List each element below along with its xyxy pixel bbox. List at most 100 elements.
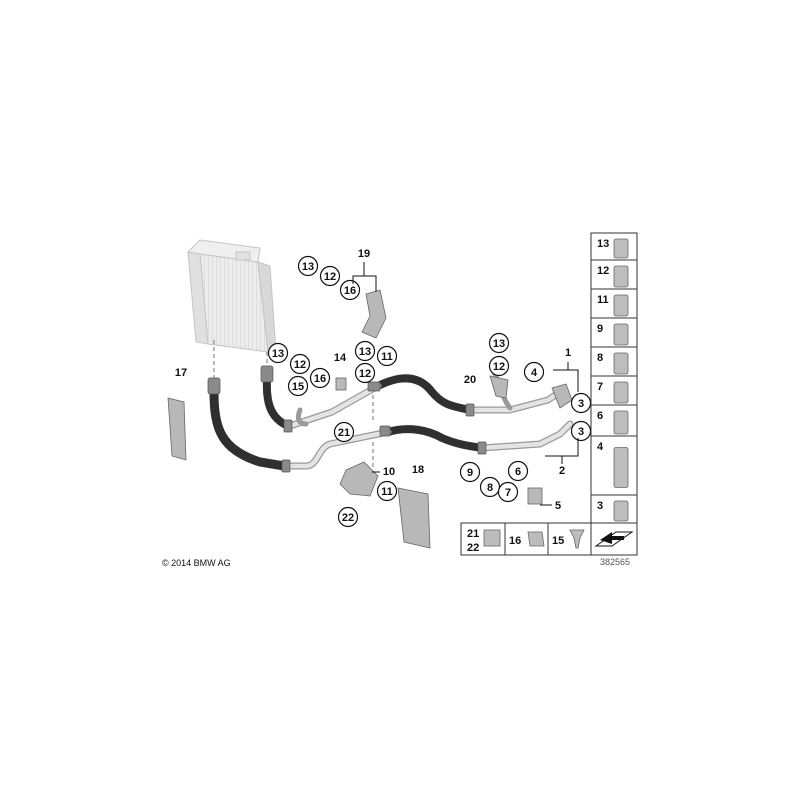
callout-circle [309, 367, 331, 389]
callout-circle [297, 255, 319, 277]
callout-circle [267, 342, 289, 364]
brackets [167, 289, 573, 549]
side-panel-row-4: 4 [591, 435, 637, 488]
side-panel-row-8: 8 [591, 346, 637, 375]
side-parts-panel: 13 12 11 9 8 7 6 4 3 [590, 232, 638, 524]
callout-4: 4 [523, 361, 545, 383]
side-panel-row-7: 7 [591, 375, 637, 404]
callout-3: 3 [570, 420, 592, 442]
callout-label: 3 [578, 426, 584, 438]
group-label-10: 10 [383, 466, 395, 478]
callout-circle [333, 421, 355, 443]
callout-label: 4 [531, 367, 538, 379]
callout-label: 13 [302, 261, 314, 273]
part-11-icon [613, 294, 629, 317]
hoses [209, 374, 486, 471]
callout-label: 3 [578, 398, 584, 410]
diagram-number: 382565 [600, 557, 631, 567]
side-panel-row-9: 9 [591, 317, 637, 346]
part-8-icon [613, 352, 629, 375]
group-label-17: 17 [175, 367, 187, 379]
side-panel-row-3: 3 [591, 494, 637, 522]
callout-12: 12 [319, 265, 341, 287]
group-brackets [352, 262, 579, 506]
group-label-5: 5 [555, 500, 561, 512]
callout-label: 13 [493, 338, 505, 350]
side-panel-label: 6 [597, 410, 603, 422]
part-4-icon [613, 447, 629, 488]
part-7-icon [613, 381, 629, 404]
callout-label: 11 [381, 351, 393, 363]
callout-22: 22 [337, 506, 359, 528]
callout-13: 13 [267, 342, 289, 364]
group-label-14: 14 [334, 352, 347, 364]
callout-label: 12 [493, 361, 505, 373]
callout-label: 7 [505, 487, 511, 499]
callout-label: 9 [467, 467, 473, 479]
part-3-icon [613, 500, 629, 522]
direction-arrow-icon [600, 532, 624, 544]
side-panel-label: 12 [597, 265, 609, 277]
callout-13: 13 [488, 332, 510, 354]
callout-label: 15 [292, 381, 304, 393]
side-panel-label: 3 [597, 500, 603, 512]
callout-label: 11 [381, 486, 393, 498]
callout-circle [488, 332, 510, 354]
bottom-panel-label-16: 16 [509, 535, 521, 547]
callout-label: 8 [487, 482, 493, 494]
side-panel-row-6: 6 [591, 404, 637, 435]
group-label-18: 18 [412, 464, 424, 476]
callout-11: 11 [376, 345, 398, 367]
oil-cooler [186, 239, 277, 353]
callout-circle [319, 265, 341, 287]
fittings [207, 365, 487, 473]
callout-3: 3 [570, 392, 592, 414]
group-label-20: 20 [464, 374, 476, 386]
callout-15: 15 [287, 375, 309, 397]
callout-label: 21 [338, 427, 350, 439]
bottom-panel-label-22: 22 [467, 542, 479, 554]
side-panel-row-11: 11 [591, 288, 637, 317]
side-panel-label: 9 [597, 323, 603, 335]
callout-label: 12 [294, 359, 306, 371]
callout-label: 16 [314, 373, 326, 385]
bottom-parts-panel: 21 22 16 15 [460, 522, 638, 556]
callout-label: 16 [344, 285, 356, 297]
callout-12: 12 [488, 355, 510, 377]
clamp-part-icon [527, 531, 545, 547]
callout-label: 22 [342, 512, 354, 524]
leader-lines [213, 340, 374, 470]
callout-circle [354, 340, 376, 362]
callout-circle [488, 355, 510, 377]
bottom-panel-label-15: 15 [552, 535, 564, 547]
callout-circle [376, 345, 398, 367]
side-panel-row-12: 12 [591, 259, 637, 288]
callout-label: 12 [359, 368, 371, 380]
callout-12: 12 [354, 362, 376, 384]
callout-circle [289, 353, 311, 375]
callout-label: 13 [272, 348, 284, 360]
part-12-icon [613, 265, 629, 288]
group-label-1: 1 [565, 347, 571, 359]
copyright-notice: © 2014 BMW AG [162, 558, 231, 568]
callout-label: 13 [359, 346, 371, 358]
callout-circle [376, 480, 398, 502]
side-panel-label: 7 [597, 381, 603, 393]
callout-13: 13 [297, 255, 319, 277]
callout-12: 12 [289, 353, 311, 375]
side-panel-row-13: 13 [597, 238, 629, 259]
callout-circle [507, 460, 529, 482]
callout-circle [339, 279, 361, 301]
side-panel-label: 11 [597, 294, 609, 306]
side-panel-label: 8 [597, 352, 603, 364]
screw-part-icon [569, 529, 585, 549]
side-panel-label: 13 [597, 238, 609, 250]
callout-16: 16 [339, 279, 361, 301]
side-panel-label: 4 [597, 441, 604, 453]
callout-circle [459, 461, 481, 483]
part-9-icon [613, 323, 629, 346]
callout-8: 8 [479, 476, 501, 498]
callout-circle [287, 375, 309, 397]
